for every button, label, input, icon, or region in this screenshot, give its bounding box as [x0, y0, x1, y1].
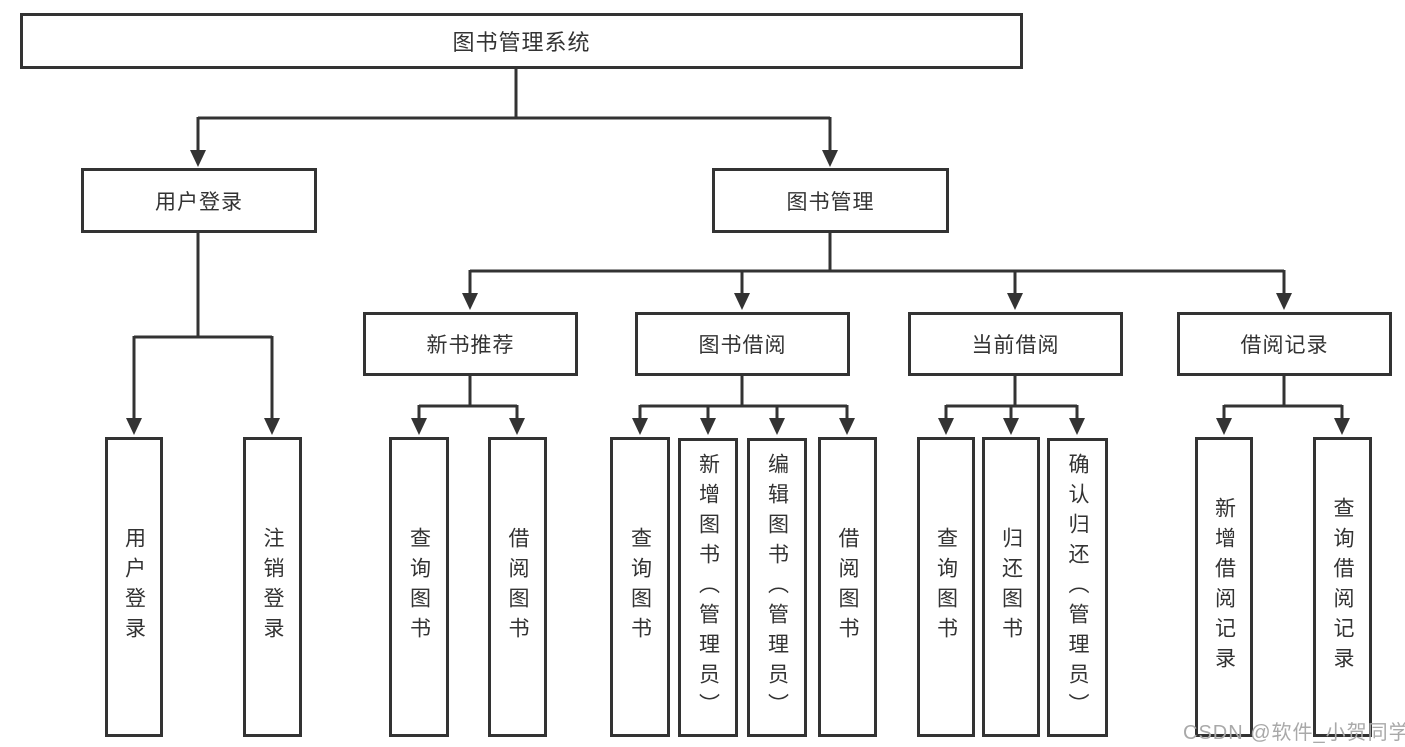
leaf-return-book-label: 归还图书 [999, 527, 1023, 647]
node-user-login: 用户登录 [81, 168, 317, 233]
edge-records-branch [1222, 376, 1344, 420]
node-book-management: 图书管理 [712, 168, 949, 233]
edge-root-branch [196, 69, 832, 152]
arrowhead [509, 418, 525, 435]
leaf-confirm-return-admin: 确认归还（管理员） [1047, 438, 1108, 737]
leaf-borrow-books-recommend: 借阅图书 [488, 437, 547, 737]
arrowhead [839, 418, 855, 435]
arrowhead [1216, 418, 1232, 435]
watermark: CSDN @软件_小贺同学 [1183, 722, 1405, 744]
leaf-query-books-recommend-label: 查询图书 [407, 527, 431, 647]
arrowhead [1276, 293, 1292, 310]
edge-mgmt-branch [468, 233, 1286, 295]
edge-recommend-branch [417, 376, 519, 420]
arrowhead [190, 150, 206, 167]
node-borrow-records: 借阅记录 [1177, 312, 1392, 376]
edge-borrow-branch [638, 376, 849, 420]
node-root: 图书管理系统 [20, 13, 1023, 69]
arrowhead [1007, 293, 1023, 310]
leaf-edit-book-admin-label: 编辑图书（管理员） [765, 452, 789, 723]
leaf-borrow-books: 借阅图书 [818, 437, 877, 737]
leaf-logout: 注销登录 [243, 437, 302, 737]
leaf-query-books-borrow-label: 查询图书 [628, 527, 652, 647]
arrowhead [700, 418, 716, 435]
node-user-login-label: 用户登录 [155, 190, 243, 214]
leaf-add-borrow-record: 新增借阅记录 [1195, 437, 1253, 737]
node-borrow-records-label: 借阅记录 [1240, 334, 1329, 357]
arrowhead [734, 293, 750, 310]
leaf-confirm-return-admin-label: 确认归还（管理员） [1066, 452, 1089, 723]
leaf-return-book: 归还图书 [982, 437, 1040, 737]
edge-current-branch [944, 376, 1079, 420]
arrowhead [1334, 418, 1350, 435]
arrowhead [769, 418, 785, 435]
node-book-borrow-label: 图书借阅 [698, 334, 787, 357]
node-new-book-recommend: 新书推荐 [363, 312, 578, 376]
arrowhead [938, 418, 954, 435]
leaf-add-borrow-record-label: 新增借阅记录 [1212, 497, 1236, 677]
arrowhead [264, 418, 280, 435]
arrowhead [462, 293, 478, 310]
leaf-user-login-label: 用户登录 [122, 527, 146, 647]
leaf-add-book-admin: 新增图书（管理员） [678, 438, 738, 737]
arrowhead [632, 418, 648, 435]
node-book-borrow: 图书借阅 [635, 312, 850, 376]
leaf-query-borrow-record-label: 查询借阅记录 [1331, 497, 1354, 677]
node-new-book-recommend-label: 新书推荐 [426, 334, 515, 357]
leaf-borrow-books-recommend-label: 借阅图书 [506, 527, 529, 647]
leaf-add-book-admin-label: 新增图书（管理员） [696, 452, 720, 723]
node-root-label: 图书管理系统 [452, 30, 591, 55]
edge-user-branch [132, 233, 274, 420]
arrowhead [1003, 418, 1019, 435]
leaf-query-books-current: 查询图书 [917, 437, 975, 737]
node-book-management-label: 图书管理 [786, 190, 875, 214]
leaf-query-books-current-label: 查询图书 [934, 527, 958, 647]
arrowhead [126, 418, 142, 435]
leaf-edit-book-admin: 编辑图书（管理员） [747, 438, 807, 737]
arrowhead [1069, 418, 1085, 435]
node-current-borrow: 当前借阅 [908, 312, 1123, 376]
leaf-query-books-recommend: 查询图书 [389, 437, 449, 737]
arrowhead [822, 150, 838, 167]
leaf-borrow-books-label: 借阅图书 [836, 527, 859, 647]
arrowhead [411, 418, 427, 435]
leaf-query-borrow-record: 查询借阅记录 [1313, 437, 1372, 737]
leaf-query-books-borrow: 查询图书 [610, 437, 670, 737]
node-current-borrow-label: 当前借阅 [971, 334, 1060, 357]
leaf-user-login: 用户登录 [105, 437, 163, 737]
leaf-logout-label: 注销登录 [261, 527, 284, 647]
